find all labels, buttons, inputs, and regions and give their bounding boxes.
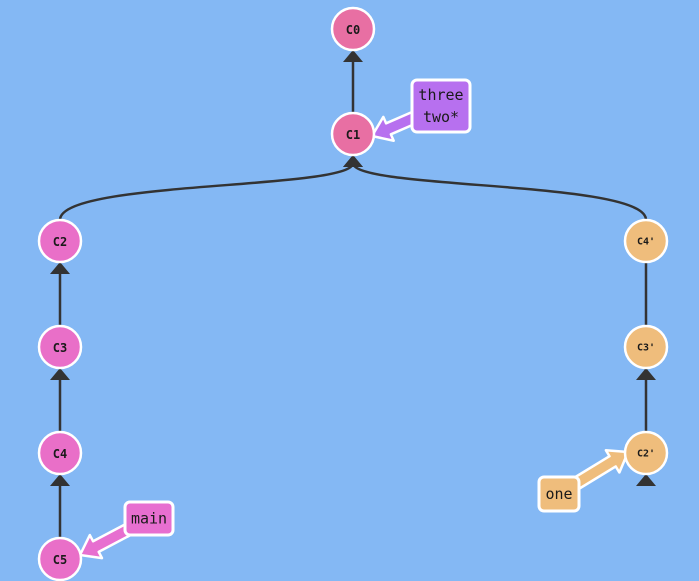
commit-circle	[37, 324, 83, 370]
commit-id-label: C3	[53, 341, 67, 355]
edge-arrowhead	[50, 368, 70, 380]
commit-id-label: C4'	[637, 237, 655, 248]
commit-id-label: C2	[53, 235, 67, 249]
commit-circle	[330, 6, 376, 52]
edge-arrowhead	[343, 155, 363, 167]
edge-arrowhead	[636, 474, 656, 486]
commit-id-label: C5	[53, 553, 67, 567]
commit-node-c1[interactable]: C1	[330, 111, 376, 157]
edge-arrowhead	[636, 368, 656, 380]
commit-node-c4[interactable]: C4	[37, 430, 83, 476]
commit-node-c2[interactable]: C2	[37, 218, 83, 264]
commit-id-label: C0	[346, 23, 360, 37]
commit-circle	[330, 111, 376, 157]
branch-name-text: main	[131, 510, 167, 528]
commit-id-label: C2'	[637, 449, 655, 460]
branch-label-main[interactable]: main	[78, 500, 175, 560]
edge-line	[58, 162, 355, 221]
edge-c2-to-c1	[58, 155, 363, 221]
branch-label-box	[410, 78, 472, 134]
commit-id-label: C1	[346, 128, 360, 142]
branch-label-box	[537, 475, 581, 513]
commit-node-c5[interactable]: C5	[37, 536, 83, 581]
edge-c1-to-c0	[343, 50, 363, 113]
branch-name-text: one	[545, 485, 572, 503]
commit-node-c2p[interactable]: C2'	[623, 430, 669, 476]
commit-node-c0[interactable]: C0	[330, 6, 376, 52]
commit-circle	[623, 218, 669, 264]
commit-node-c3[interactable]: C3	[37, 324, 83, 370]
commit-node-c3p[interactable]: C3'	[623, 324, 669, 370]
edge-c4-to-c3	[50, 368, 70, 432]
edge-arrowhead	[343, 50, 363, 62]
branch-label-one[interactable]: one	[537, 449, 630, 513]
commit-circle	[37, 218, 83, 264]
commit-circle	[623, 324, 669, 370]
edge-arrowhead	[50, 262, 70, 274]
edge-line	[351, 162, 648, 221]
branch-label-three-two[interactable]: three two*	[370, 78, 472, 142]
commit-id-label: C3'	[637, 343, 655, 354]
edge-c3-to-c2	[50, 262, 70, 326]
branch-name-text: three	[418, 86, 463, 104]
branch-name-text: two*	[423, 108, 459, 126]
commit-id-label: C4	[53, 447, 67, 461]
commit-node-c4p[interactable]: C4'	[623, 218, 669, 264]
edge-arrowhead	[50, 474, 70, 486]
commit-circle	[37, 430, 83, 476]
edge-c5-to-c4	[50, 474, 70, 538]
branch-labels-layer: three two* main one	[78, 78, 630, 560]
commit-circle	[623, 430, 669, 476]
commit-circle	[37, 536, 83, 581]
edge-c4p-to-c1	[343, 155, 648, 221]
branch-label-box	[123, 500, 175, 537]
